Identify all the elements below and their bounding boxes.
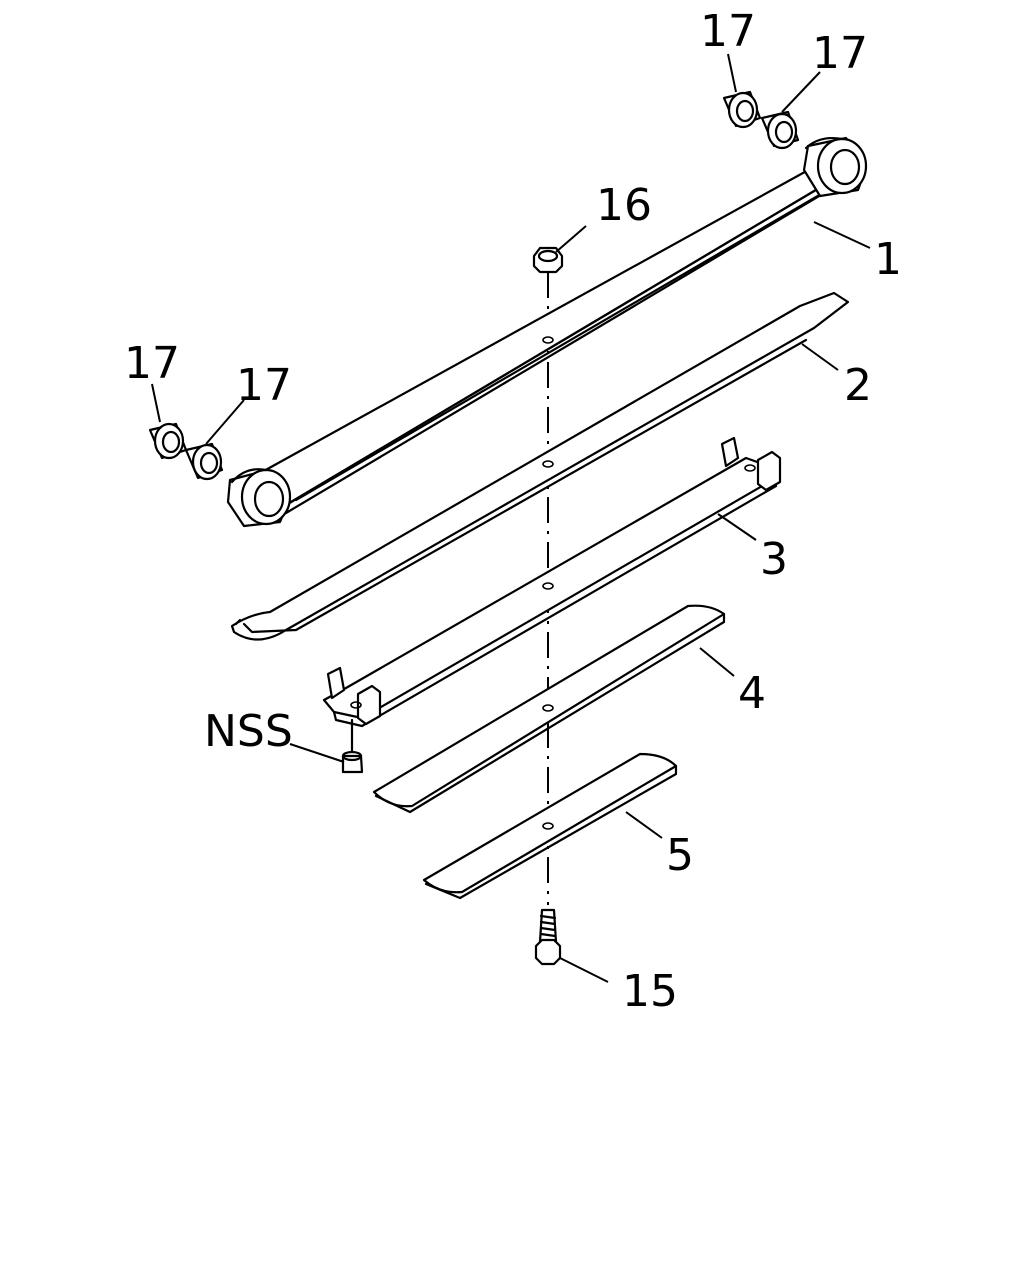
label-part-5: 5 [666,830,694,881]
part-1-main-leaf [226,136,868,528]
bolt-15 [534,908,562,966]
label-part-17-top-left: 17 [700,6,756,57]
leader-lines [151,53,871,983]
bushing-17-c [148,422,188,460]
label-part-1: 1 [874,234,902,285]
part-3-third-leaf [322,436,782,728]
part-3-center-hole [542,582,554,590]
label-part-17-top-right: 17 [812,28,868,79]
part-1-center-hole [542,336,554,344]
nut-16 [532,246,564,274]
part-1-right-eye [802,136,868,198]
part-3-clip-right-a [756,450,782,492]
part-3-clip-back [326,666,346,700]
label-part-15: 15 [622,966,678,1017]
label-nss: NSS [204,706,293,757]
part-2-center-hole [542,460,554,468]
part-3-clip-front [356,684,382,726]
bushing-17-b [760,110,800,150]
label-part-17-left-a: 17 [124,338,180,389]
part-5-center-hole [542,822,554,830]
part-4-fourth-leaf [372,604,726,814]
label-part-16: 16 [596,180,652,231]
part-4-center-hole [542,704,554,712]
part-3-clip-right-b [720,436,740,468]
bushing-17-d [184,442,224,481]
label-part-4: 4 [738,668,766,719]
label-part-2: 2 [844,360,872,411]
label-part-3: 3 [760,534,788,585]
part-1-left-eye [226,468,292,528]
label-part-17-left-b: 17 [236,360,292,411]
part-2-second-leaf [230,291,850,641]
part-5-fifth-leaf [422,752,678,900]
rivet-nss [341,718,364,774]
bushing-17-a [722,90,762,129]
